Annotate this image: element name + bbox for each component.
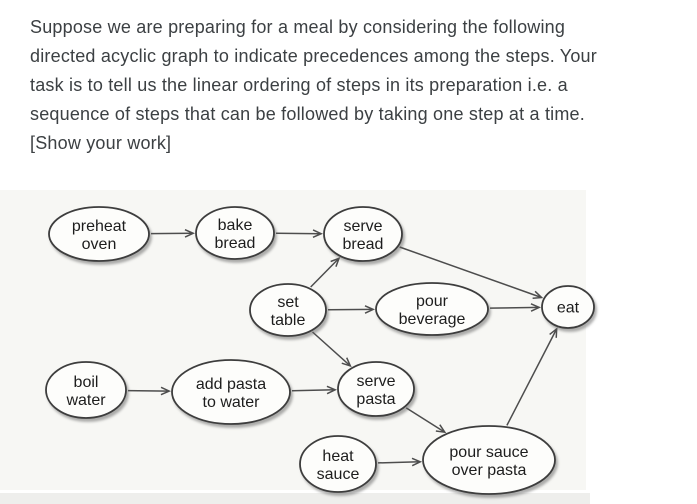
edge-serve-bread-to-eat [399, 246, 544, 300]
node-ellipse [171, 359, 291, 425]
show-your-work-note: [Show your work] [30, 133, 172, 153]
edge-set-table-to-serve-bread [310, 256, 341, 288]
node-eat: eat [541, 285, 595, 329]
question-line: directed acyclic graph to indicate prece… [30, 46, 597, 66]
edge-add-pasta-to-water-to-serve-pasta [291, 385, 338, 395]
node-ellipse [323, 206, 403, 262]
question-text: Suppose we are preparing for a meal by c… [30, 13, 677, 158]
question-line: task is to tell us the linear ordering o… [30, 75, 568, 95]
node-ellipse [45, 361, 127, 419]
edge-boil-water-to-add-pasta-to-water [127, 386, 172, 396]
node-ellipse [48, 206, 150, 262]
node-ellipse [541, 285, 595, 329]
question-line: sequence of steps that can be followed b… [30, 104, 585, 124]
question-line: Suppose we are preparing for a meal by c… [30, 17, 566, 37]
node-ellipse [299, 435, 377, 493]
node-ellipse [249, 283, 327, 337]
edge-pour-beverage-to-eat [489, 303, 542, 312]
node-ellipse [195, 206, 275, 260]
edge-set-table-to-serve-pasta [311, 331, 352, 368]
edges-layer [127, 228, 558, 467]
node-ellipse [375, 282, 489, 336]
edge-serve-pasta-to-pour-sauce-over-pasta [405, 407, 447, 434]
node-label: eat [557, 300, 580, 317]
edge-pour-sauce-over-pasta-to-eat [506, 327, 558, 426]
node-ellipse [337, 361, 415, 417]
node-ellipse [422, 425, 556, 495]
edge-heat-sauce-to-pour-sauce-over-pasta [377, 457, 423, 467]
scan-bottom-strip [0, 493, 590, 504]
